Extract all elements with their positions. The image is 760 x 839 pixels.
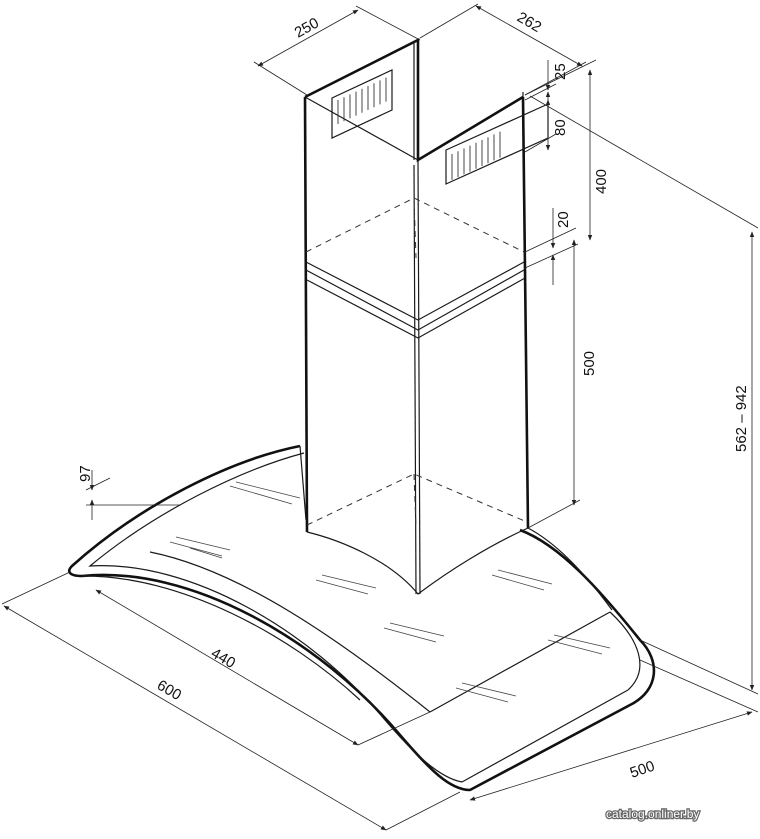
dim-upper-duct: 400 <box>593 169 610 194</box>
vent-slots <box>331 69 549 185</box>
dim-lower-duct: 500 <box>581 351 598 376</box>
chimney-duct <box>303 37 530 595</box>
dimension-lines <box>1 3 759 831</box>
dim-hood-depth: 500 <box>628 758 657 782</box>
dim-vent-height: 80 <box>552 119 569 136</box>
watermark-text: catalog.onliner.by <box>606 807 699 821</box>
dim-hood-width: 600 <box>154 677 184 704</box>
watermark: catalog.onliner.by <box>605 806 701 823</box>
dim-inner-width: 440 <box>208 645 238 672</box>
glass-reflections <box>169 481 611 703</box>
hood-canopy <box>68 444 656 792</box>
dim-total-height: 562 – 942 <box>733 385 750 452</box>
dim-overlap: 20 <box>555 211 572 228</box>
dim-top-gap: 25 <box>552 63 569 80</box>
dimension-labels: 250 262 25 80 400 20 500 562 – 942 97 44… <box>77 9 750 782</box>
dim-duct-depth: 250 <box>292 14 322 41</box>
dim-duct-width: 262 <box>514 9 544 36</box>
dim-glass-thickness: 97 <box>77 465 94 482</box>
